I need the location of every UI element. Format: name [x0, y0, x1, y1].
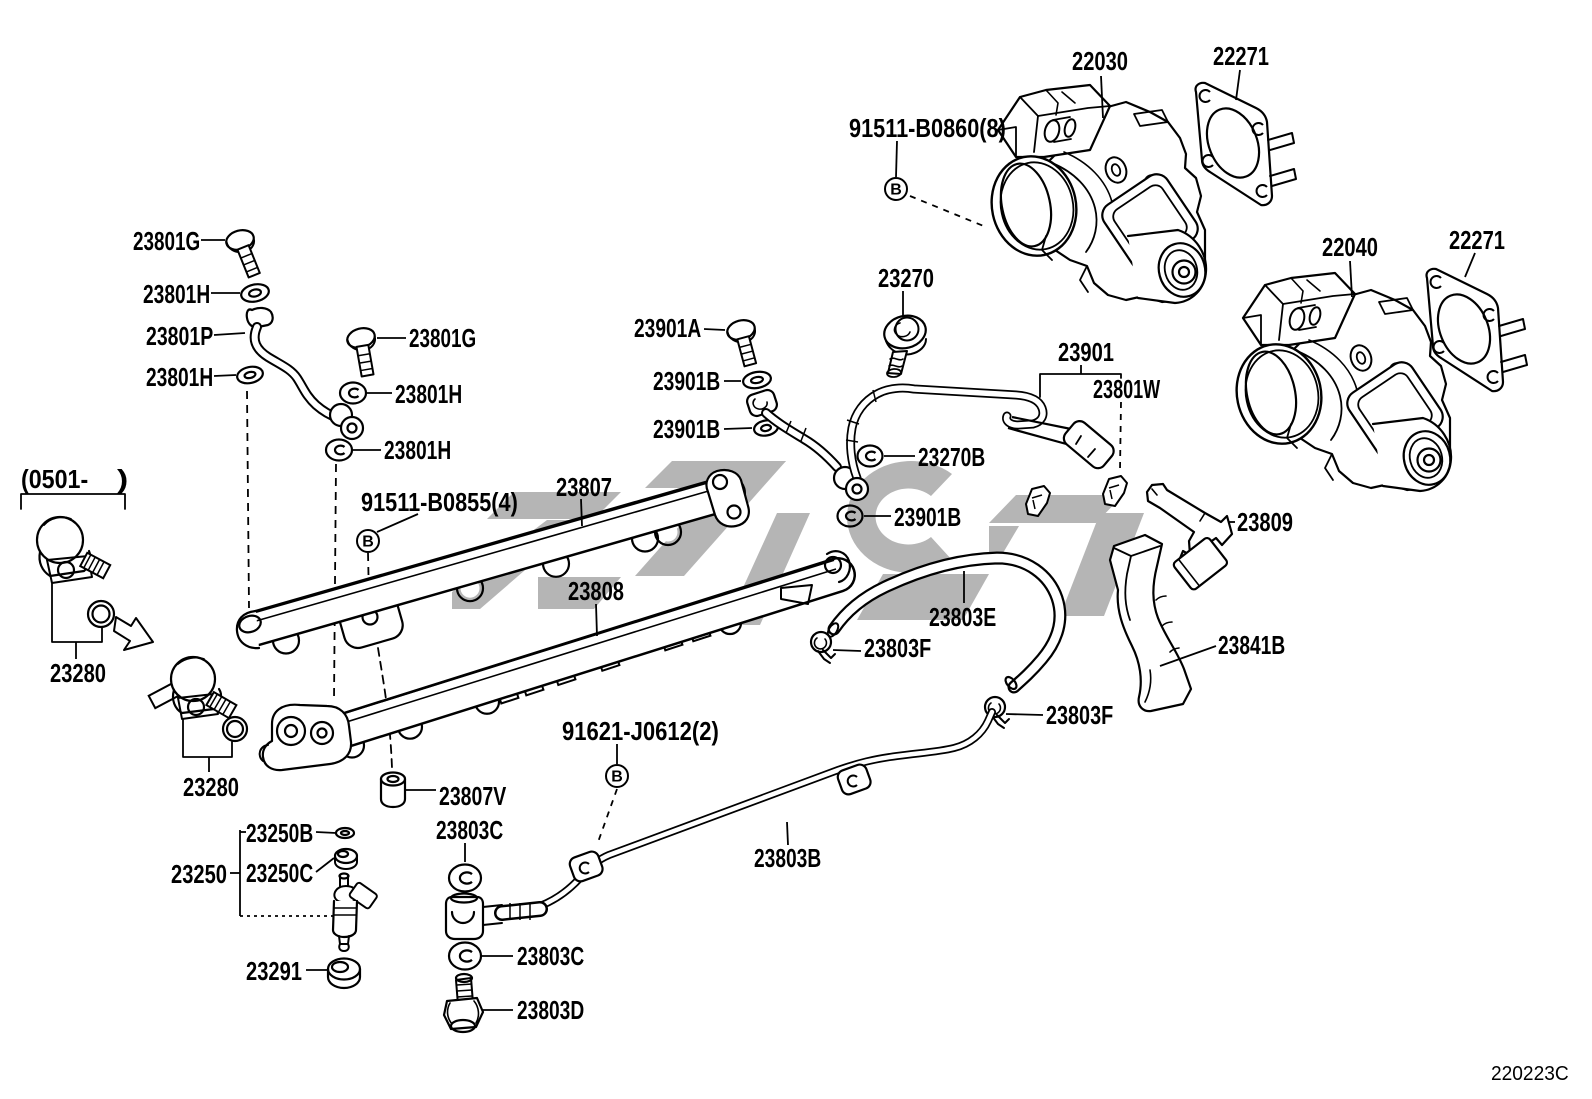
svg-text:22040: 22040 — [1322, 232, 1378, 262]
svg-text:91511-B0855(4): 91511-B0855(4) — [361, 487, 518, 517]
svg-text:23280: 23280 — [50, 658, 106, 688]
svg-text:23801H: 23801H — [143, 279, 210, 309]
svg-text:23801G: 23801G — [133, 226, 200, 256]
svg-text:B: B — [890, 182, 902, 199]
svg-text:23270B: 23270B — [918, 442, 985, 472]
svg-text:23803F: 23803F — [864, 633, 931, 663]
svg-text:23803B: 23803B — [754, 843, 821, 873]
svg-text:23803F: 23803F — [1046, 700, 1113, 730]
svg-text:23801P: 23801P — [146, 321, 213, 351]
svg-text:23901B: 23901B — [894, 502, 961, 532]
svg-text:23803D: 23803D — [517, 995, 584, 1025]
svg-text:23250: 23250 — [171, 859, 227, 889]
svg-text:23250B: 23250B — [246, 818, 313, 848]
svg-text:23801H: 23801H — [146, 362, 213, 392]
svg-text:23270: 23270 — [878, 263, 934, 293]
svg-text:23809: 23809 — [1237, 507, 1293, 537]
svg-text:23807V: 23807V — [439, 781, 507, 811]
svg-text:23803C: 23803C — [517, 941, 584, 971]
svg-text:23803E: 23803E — [929, 602, 996, 632]
svg-text:91511-B0860(8): 91511-B0860(8) — [849, 113, 1006, 143]
svg-text:23901B: 23901B — [653, 366, 720, 396]
svg-text:23280: 23280 — [183, 772, 239, 802]
svg-text:23901B: 23901B — [653, 414, 720, 444]
svg-text:22030: 22030 — [1072, 46, 1128, 76]
svg-text:23901: 23901 — [1058, 337, 1114, 367]
svg-text:23808: 23808 — [568, 576, 624, 606]
svg-text:22271: 22271 — [1449, 225, 1505, 255]
svg-text:23801G: 23801G — [409, 323, 476, 353]
svg-text:23803C: 23803C — [436, 815, 503, 845]
svg-text:B: B — [611, 769, 623, 786]
svg-text:23801H: 23801H — [384, 435, 451, 465]
svg-text:B: B — [362, 534, 374, 551]
svg-text:23807: 23807 — [556, 472, 612, 502]
svg-text:23291: 23291 — [246, 956, 302, 986]
svg-text:22271: 22271 — [1213, 41, 1269, 71]
svg-text:): ) — [117, 464, 128, 494]
svg-text:23801H: 23801H — [395, 379, 462, 409]
svg-text:23901A: 23901A — [634, 313, 701, 343]
svg-text:(0501-: (0501- — [21, 464, 88, 494]
svg-text:91621-J0612(2): 91621-J0612(2) — [562, 716, 719, 746]
svg-text:23841B: 23841B — [1218, 630, 1285, 660]
svg-text:23801W: 23801W — [1093, 374, 1161, 404]
svg-text:23250C: 23250C — [246, 858, 313, 888]
svg-text:220223C: 220223C — [1491, 1063, 1569, 1085]
